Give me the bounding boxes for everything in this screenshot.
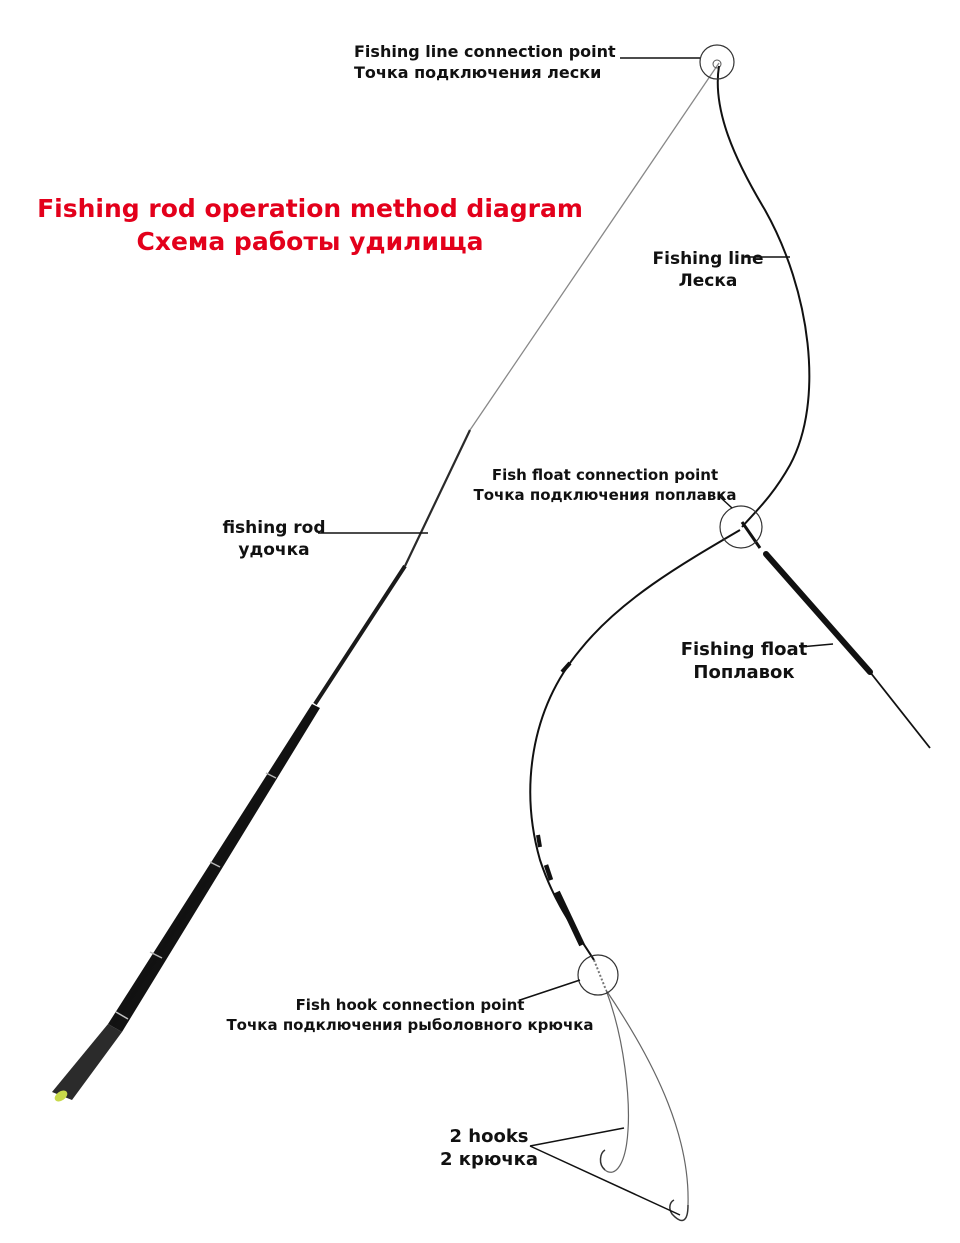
line-stopper [560,661,572,674]
title-ru: Схема работы удилища [136,226,484,256]
label-float-connection: Fish float connection point Точка подклю… [473,466,737,504]
rod-ferrule [149,951,163,959]
rod-ferrule [209,861,221,868]
hook-icon [599,1149,606,1171]
callout-hook-1 [529,1127,625,1147]
label-hook-connection: Fish hook connection point Точка подключ… [226,996,594,1034]
float-body [763,551,873,675]
rod-tip-section [469,62,720,431]
callout-fishing-float [799,643,834,648]
sinker [554,890,585,947]
sinker [543,864,554,881]
rod-butt-cap [54,1090,68,1102]
label-fishing-line: Fishing line Леска [652,249,764,292]
fishing-rod [52,59,722,1102]
float-connection-circle [719,505,763,549]
diagram-title: Fishing rod operation method diagram Схе… [30,193,590,258]
hook-connection-circle [577,954,619,996]
fishing-line-lower [529,529,741,961]
callout-lines [318,57,834,1216]
rod-handle [52,1024,122,1100]
fishing-line [716,65,811,528]
hook-icon [669,1199,689,1222]
title-en: Fishing rod operation method diagram [37,194,583,223]
hook-leader [605,989,689,1206]
rod-tip-loop [712,59,722,69]
rod-lower-section [108,704,320,1032]
rod-middle-section [313,564,407,706]
float-stem [869,671,931,749]
label-fishing-float: Fishing float Поплавок [680,639,808,684]
callout-hook-2 [529,1145,681,1216]
label-hooks: 2 hooks 2 крючка [439,1126,539,1171]
float-antenna [740,521,762,549]
line-stopper [536,834,542,848]
fishing-float [740,521,931,749]
label-line-connection: Fishing line connection point Точка подк… [354,42,616,82]
hook-rig [593,959,689,1222]
hook-leader [604,989,629,1173]
swivel [593,959,607,991]
callout-float-connection [719,496,733,509]
rod-ferrule [115,1011,129,1020]
rod-upper-section [404,429,471,567]
rod-ferrule [265,772,277,779]
callout-hook-connection [519,979,581,1001]
label-fishing-rod: fishing rod удочка [222,518,326,561]
line-connection-circle [699,44,735,80]
